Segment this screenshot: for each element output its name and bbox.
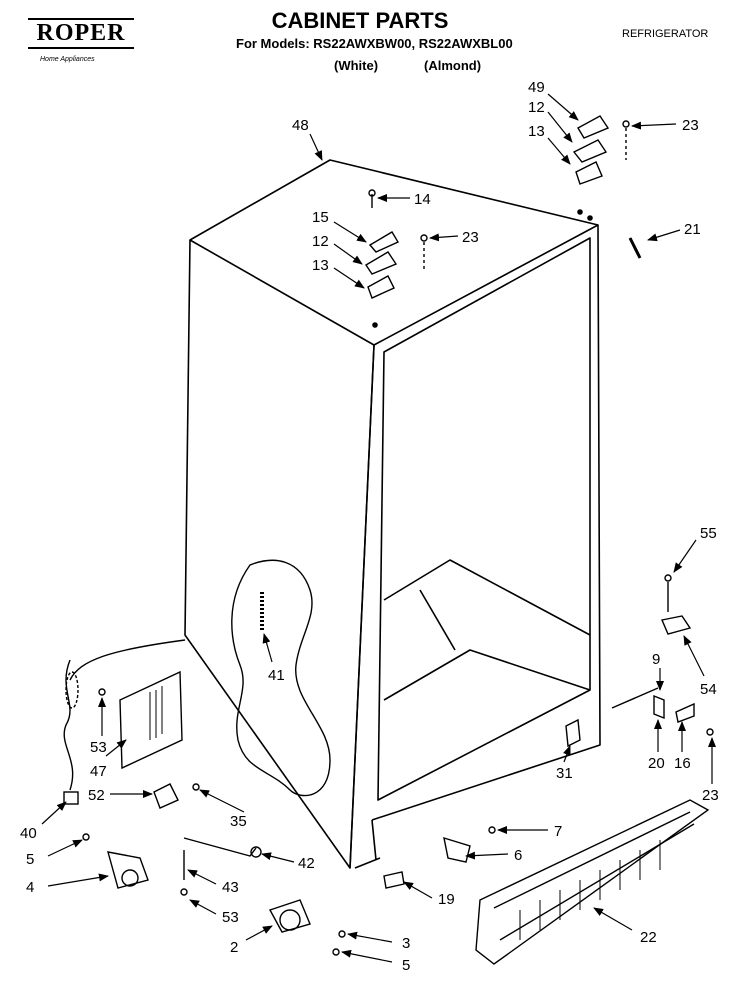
callout-3: 3 bbox=[402, 935, 410, 952]
callout-23: 23 bbox=[682, 117, 699, 134]
callout-42: 42 bbox=[298, 855, 315, 872]
callout-labels: 48 49 12 13 23 14 15 12 23 13 21 55 41 9… bbox=[20, 79, 719, 974]
callout-9: 9 bbox=[652, 651, 660, 668]
callout-43: 43 bbox=[222, 879, 239, 896]
variant-almond: (Almond) bbox=[424, 58, 482, 73]
callout-20: 20 bbox=[648, 755, 665, 772]
callout-6: 6 bbox=[514, 847, 522, 864]
top-hinge-right bbox=[572, 115, 630, 185]
callout-49: 49 bbox=[528, 79, 545, 96]
callout-5: 5 bbox=[402, 957, 410, 974]
callout-leaders bbox=[41, 93, 716, 963]
toe-grille bbox=[475, 799, 710, 965]
top-hinge-left bbox=[365, 189, 428, 299]
callout-40: 40 bbox=[20, 825, 37, 842]
part-21-clip bbox=[628, 237, 642, 259]
callout-53: 53 bbox=[90, 739, 107, 756]
callout-12: 12 bbox=[312, 233, 329, 250]
callout-15: 15 bbox=[312, 209, 329, 226]
callout-31: 31 bbox=[556, 765, 573, 782]
callout-13: 13 bbox=[312, 257, 329, 274]
callout-35: 35 bbox=[230, 813, 247, 830]
callout-14: 14 bbox=[414, 191, 431, 208]
callout-23: 23 bbox=[462, 229, 479, 246]
callout-55: 55 bbox=[700, 525, 717, 542]
side-cutaway bbox=[231, 559, 331, 797]
model-numbers: For Models: RS22AWXBW00, RS22AWXBL00 bbox=[236, 36, 513, 51]
callout-54: 54 bbox=[700, 681, 717, 698]
callout-2: 2 bbox=[230, 939, 238, 956]
roper-logo: ROPER bbox=[28, 18, 134, 49]
callout-21: 21 bbox=[684, 221, 701, 238]
cabinet-shell bbox=[184, 159, 601, 869]
callout-41: 41 bbox=[268, 667, 285, 684]
variant-white: (White) bbox=[334, 58, 379, 73]
callout-12: 12 bbox=[528, 99, 545, 116]
brand-name: ROPER bbox=[36, 20, 126, 46]
appliance-category: REFRIGERATOR bbox=[622, 28, 709, 40]
brand-tagline: Home Appliances bbox=[40, 56, 95, 63]
callout-53: 53 bbox=[222, 909, 239, 926]
callout-47: 47 bbox=[90, 763, 107, 780]
callout-22: 22 bbox=[640, 929, 657, 946]
callout-7: 7 bbox=[554, 823, 562, 840]
page-title: CABINET PARTS bbox=[271, 8, 449, 33]
callout-52: 52 bbox=[88, 787, 105, 804]
callout-23: 23 bbox=[702, 787, 719, 804]
callout-5: 5 bbox=[26, 851, 34, 868]
callout-13: 13 bbox=[528, 123, 545, 140]
callout-48: 48 bbox=[292, 117, 309, 134]
lower-left-parts bbox=[63, 639, 496, 956]
lower-right-parts bbox=[565, 574, 714, 748]
callout-19: 19 bbox=[438, 891, 455, 908]
callout-16: 16 bbox=[674, 755, 691, 772]
callout-4: 4 bbox=[26, 879, 34, 896]
